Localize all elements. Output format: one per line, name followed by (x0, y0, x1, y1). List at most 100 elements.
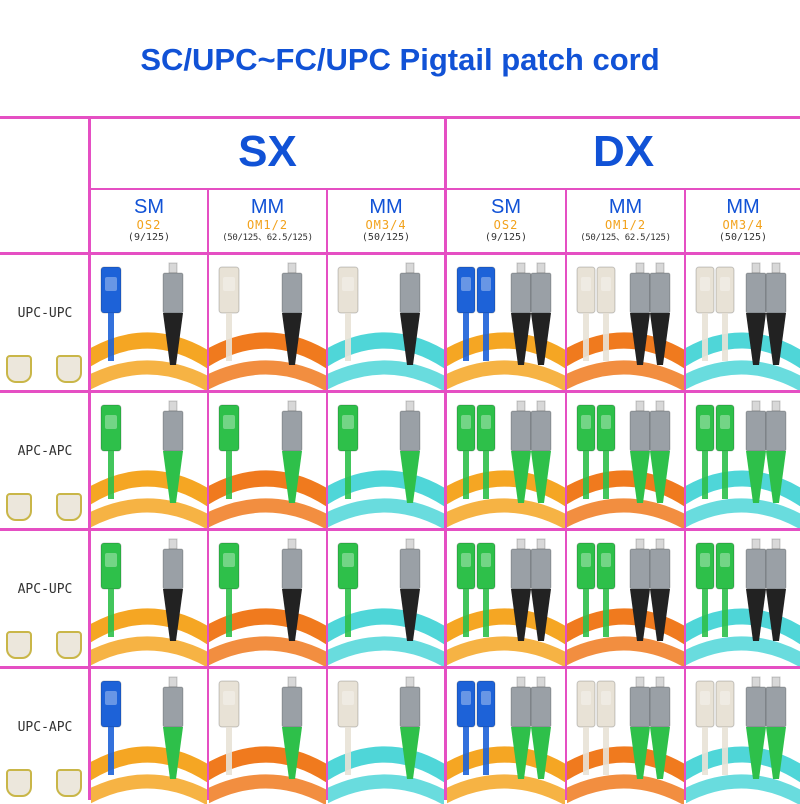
fc-boot (163, 589, 183, 641)
fc-connector (629, 548, 651, 590)
product-photo (447, 255, 565, 390)
product-photo (328, 393, 444, 528)
fc-boot (163, 727, 183, 779)
fiber-grade: OM3/4 (365, 218, 407, 232)
fc-connector (765, 272, 787, 314)
fc-connector (765, 686, 787, 728)
product-photo (447, 669, 565, 804)
fc-boot (630, 589, 650, 641)
cable-loop (209, 360, 326, 390)
fc-ferrule (635, 538, 645, 550)
sc-boot (108, 589, 114, 637)
fc-connector (399, 686, 421, 728)
fc-boot (650, 727, 670, 779)
sc-latch (105, 691, 117, 705)
fc-connector (765, 410, 787, 452)
sc-latch (700, 415, 710, 429)
fiber-grade: OM1/2 (604, 218, 647, 232)
cable-loop (447, 746, 565, 783)
fc-connector (629, 686, 651, 728)
fc-connector (530, 686, 552, 728)
group-header-sx: SX (238, 127, 297, 176)
product-photo (328, 669, 444, 804)
cable-loop (567, 608, 684, 645)
sc-latch (601, 277, 611, 291)
cable-loop (328, 636, 444, 666)
sc-boot (108, 727, 114, 775)
fc-connector (281, 410, 303, 452)
fiber-spec: (50/125) (361, 232, 411, 243)
product-photo (567, 669, 684, 804)
fc-ferrule (516, 676, 526, 688)
fc-boot (531, 727, 551, 779)
sc-boot (226, 727, 232, 775)
fc-ferrule (655, 538, 665, 550)
cable-loop (209, 498, 326, 528)
fc-ferrule (516, 400, 526, 412)
sc-latch (700, 553, 710, 567)
cable-loop (567, 636, 684, 666)
fc-connector (745, 548, 767, 590)
product-photo (209, 393, 326, 528)
cable-loop (91, 608, 207, 645)
fc-ferrule (405, 676, 415, 688)
fc-ferrule (287, 262, 297, 274)
fc-connector (629, 410, 651, 452)
dust-cap-image (6, 355, 32, 383)
cable-loop (91, 332, 207, 369)
row-label-upc-upc: UPC-UPC (17, 306, 73, 321)
fc-connector (649, 686, 671, 728)
product-photo (91, 669, 207, 804)
subheader-dx-sm: SM OS2 (9/125) (447, 192, 565, 252)
fiber-spec: (50/125) (718, 232, 768, 243)
fiber-spec: (9/125) (484, 232, 528, 243)
fc-ferrule (655, 262, 665, 274)
fc-boot (400, 589, 420, 641)
column-border (326, 188, 328, 800)
sc-boot (463, 589, 469, 637)
cable-loop (328, 332, 444, 369)
subheader-sx-sm: SM OS2 (9/125) (91, 192, 207, 252)
product-photo (567, 393, 684, 528)
fc-boot (650, 589, 670, 641)
sc-boot (463, 313, 469, 361)
subheader-sx-om12: MM OM1/2 (50/125、62.5/125) (209, 192, 326, 252)
patch-cord-illustration (686, 400, 800, 528)
fc-ferrule (405, 262, 415, 274)
fc-connector (629, 272, 651, 314)
subheader-sx-om34: MM OM3/4 (50/125) (328, 192, 444, 252)
product-photo (567, 255, 684, 390)
fc-ferrule (771, 400, 781, 412)
fc-boot (531, 589, 551, 641)
column-border (565, 188, 567, 800)
sc-boot (226, 451, 232, 499)
fc-boot (766, 451, 786, 503)
patch-cord-illustration (686, 538, 800, 666)
product-photo (328, 255, 444, 390)
sc-boot (583, 313, 589, 361)
fc-connector (649, 548, 671, 590)
fc-ferrule (536, 262, 546, 274)
cable-loop (91, 360, 207, 390)
cable-loop (686, 746, 800, 783)
cable-loop (91, 498, 207, 528)
sc-latch (581, 691, 591, 705)
sc-boot (483, 313, 489, 361)
sc-latch (223, 277, 235, 291)
fc-connector (510, 410, 532, 452)
sc-latch (481, 415, 491, 429)
product-photo (209, 531, 326, 666)
fc-boot (630, 451, 650, 503)
sc-boot (345, 313, 351, 361)
sc-latch (720, 691, 730, 705)
cable-loop (447, 774, 565, 804)
patch-cord-illustration (447, 262, 565, 390)
fc-ferrule (751, 262, 761, 274)
group-header-dx: DX (592, 127, 655, 176)
fc-boot (163, 451, 183, 503)
fc-ferrule (405, 400, 415, 412)
cable-loop (686, 470, 800, 507)
fc-boot (746, 313, 766, 365)
cable-loop (447, 332, 565, 369)
sc-latch (342, 415, 354, 429)
